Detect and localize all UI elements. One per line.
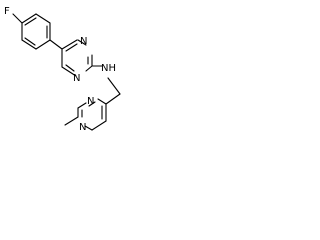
bond [77,39,87,46]
bond [21,39,37,50]
bond-to-f [12,13,23,24]
bond [84,125,93,131]
molecule-canvas: F N N NH N N [0,0,140,141]
pyrazine-n1-label: N [87,96,94,107]
pyrimidine-n1-label: N [80,36,87,47]
bond [97,98,107,105]
bond [61,39,78,50]
amine-ch2-bond [107,77,121,95]
pyrazine-n2-label: N [79,122,86,133]
bond [35,13,51,24]
double-bond [65,64,75,72]
bond [91,120,107,131]
fluorophenyl-ring [12,13,51,50]
double-bond [24,37,36,46]
bond [35,39,51,50]
double-bond [88,101,96,107]
bond [77,102,87,109]
fluorine-label: F [4,6,10,17]
double-bond [24,17,37,26]
bond [61,66,77,77]
double-bond [65,43,78,52]
ch2-pyrazine-bond [105,93,121,105]
methyl-bond [64,116,79,126]
amine-nh-label: NH [101,63,116,74]
structure-drawing: F N N NH N N [4,6,121,133]
biaryl-bond [49,39,63,50]
pyrimidine-ring [61,39,93,77]
bond [85,65,93,72]
pyrimidine-n2-label: N [73,73,80,84]
pyrazine-ring [77,98,107,131]
bond [21,13,37,24]
